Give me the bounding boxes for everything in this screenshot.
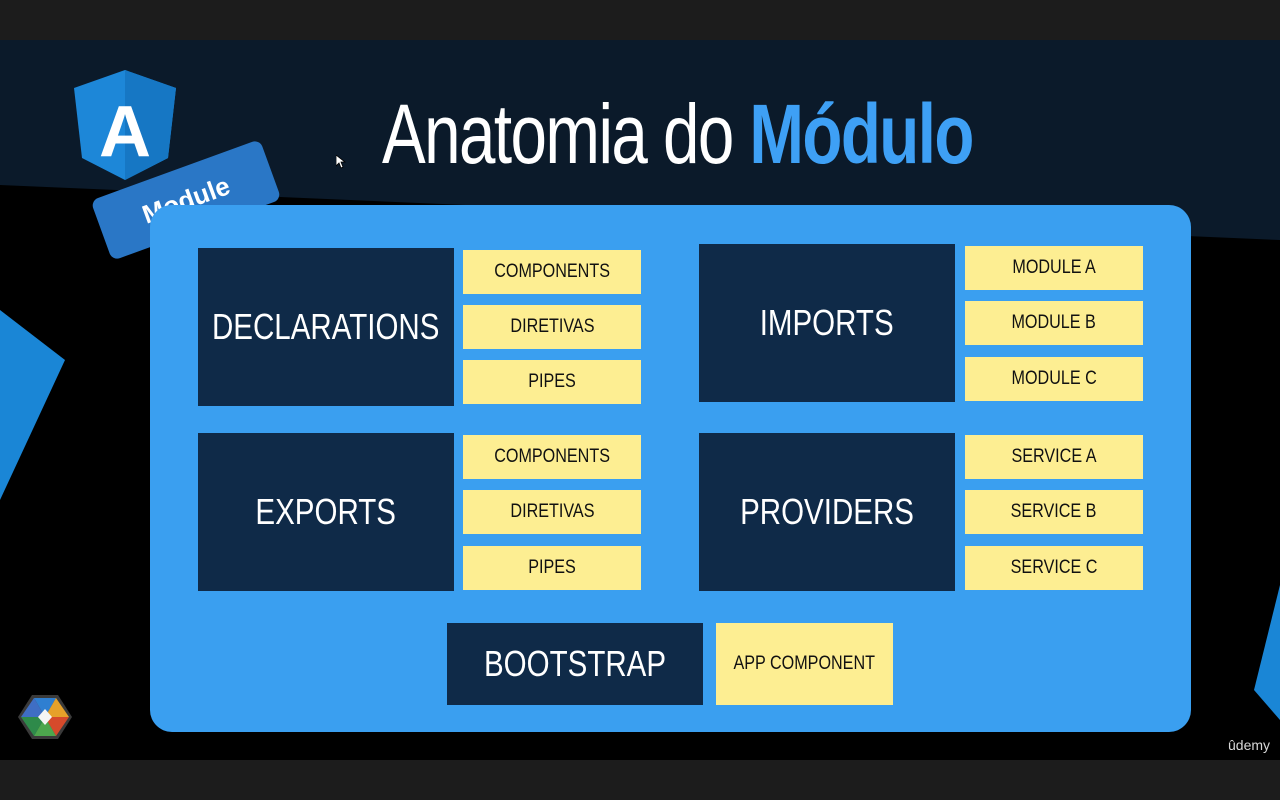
exports-label: EXPORTS xyxy=(255,491,397,532)
imports-item: MODULE C xyxy=(965,357,1143,401)
imports-item: MODULE A xyxy=(965,246,1143,290)
title-main: Anatomia do xyxy=(382,87,750,181)
right-side-shape xyxy=(1254,585,1280,720)
imports-item: MODULE B xyxy=(965,301,1143,345)
angular-logo-icon: A xyxy=(74,70,176,180)
declarations-item: DIRETIVAS xyxy=(463,305,641,349)
providers-label: PROVIDERS xyxy=(740,491,914,532)
slide: A Module Anatomia do Módulo DECLARATIONS… xyxy=(0,40,1280,760)
bootstrap-box: BOOTSTRAP xyxy=(447,623,703,705)
left-side-shape xyxy=(0,310,65,500)
channel-logo-icon xyxy=(18,695,72,739)
exports-item: COMPONENTS xyxy=(463,435,641,479)
svg-text:A: A xyxy=(99,92,151,172)
declarations-item: COMPONENTS xyxy=(463,250,641,294)
page-title: Anatomia do Módulo xyxy=(382,84,974,184)
imports-box: IMPORTS xyxy=(699,244,955,402)
providers-item: SERVICE A xyxy=(965,435,1143,479)
declarations-item: PIPES xyxy=(463,360,641,404)
udemy-brand: ûdemy xyxy=(1228,737,1271,753)
imports-label: IMPORTS xyxy=(760,302,894,343)
bootstrap-item: APP COMPONENT xyxy=(716,623,893,705)
declarations-box: DECLARATIONS xyxy=(198,248,454,406)
providers-item: SERVICE B xyxy=(965,490,1143,534)
exports-item: DIRETIVAS xyxy=(463,490,641,534)
exports-item: PIPES xyxy=(463,546,641,590)
header-band xyxy=(0,40,1280,720)
title-accent: Módulo xyxy=(749,87,974,181)
providers-item: SERVICE C xyxy=(965,546,1143,590)
bootstrap-label: BOOTSTRAP xyxy=(483,643,667,684)
exports-box: EXPORTS xyxy=(198,433,454,591)
providers-box: PROVIDERS xyxy=(699,433,955,591)
declarations-label: DECLARATIONS xyxy=(212,306,440,347)
cursor-icon xyxy=(336,155,346,169)
